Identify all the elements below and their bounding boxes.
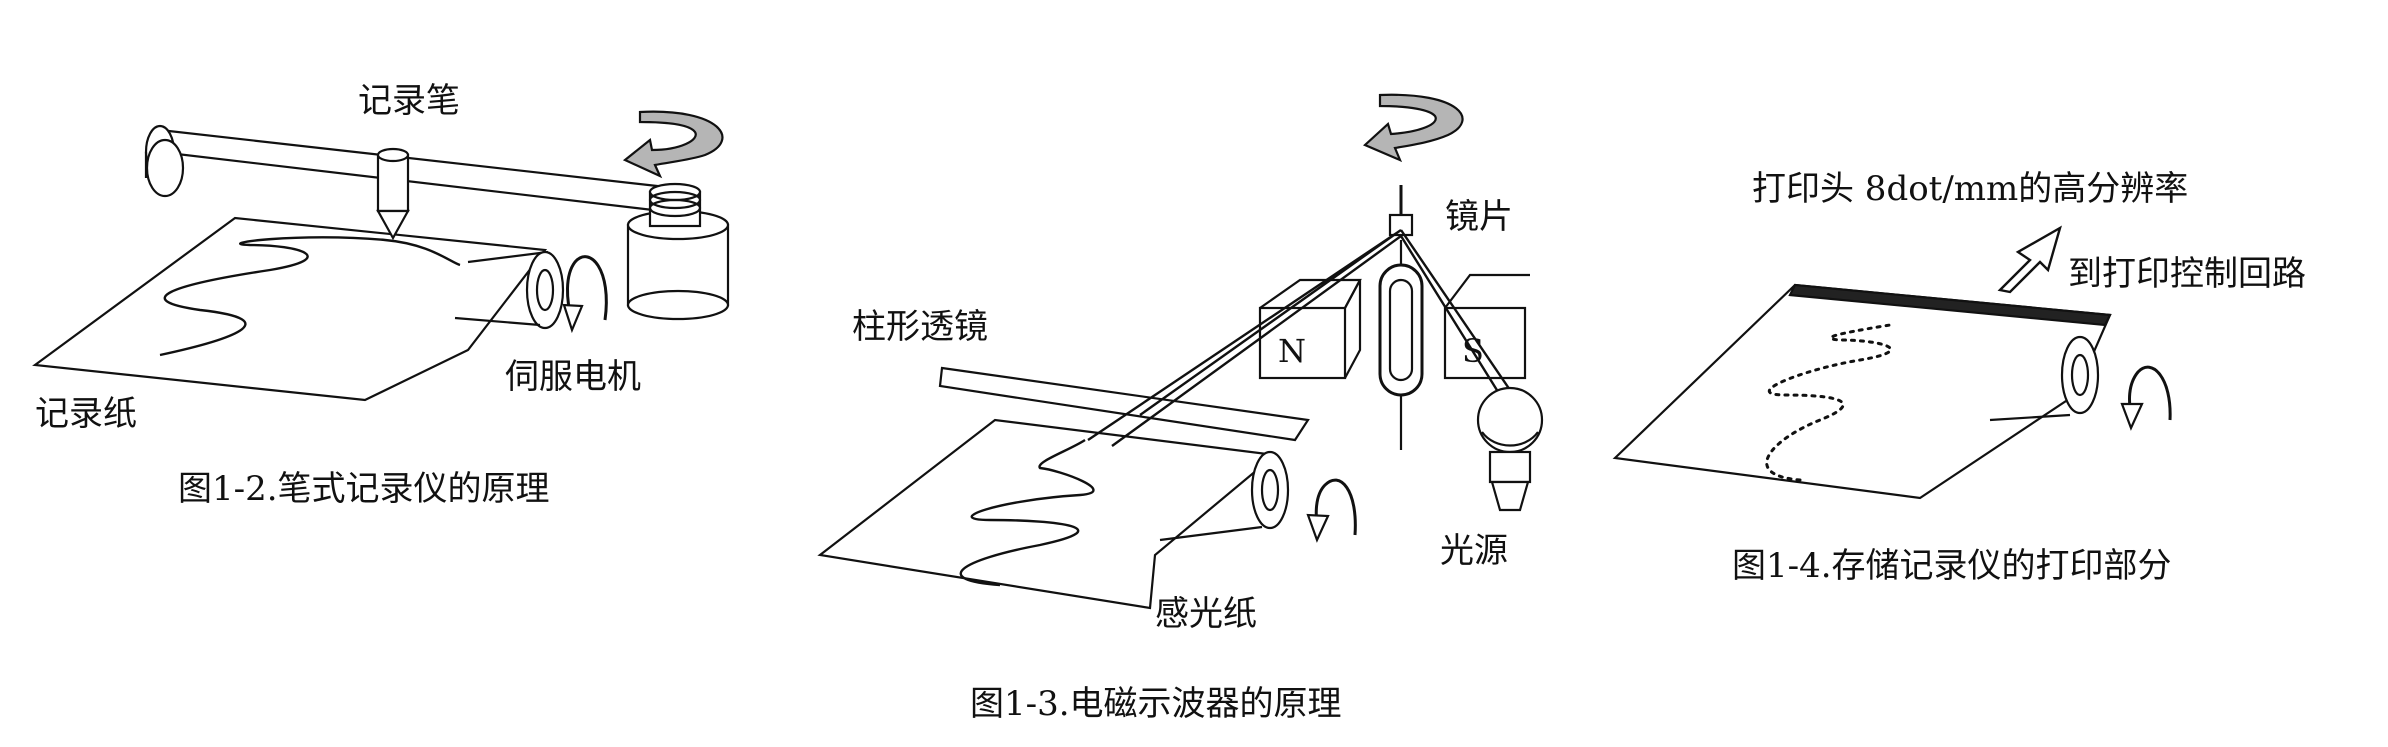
fig4-caption: 图1-4.存储记录仪的打印部分 bbox=[1732, 546, 2172, 586]
fig4-circuit-arrow bbox=[1997, 225, 2062, 294]
fig2-servo-motor bbox=[626, 182, 730, 321]
fig2-label-pen: 记录笔 bbox=[358, 81, 460, 121]
fig3-label-lens: 柱形透镜 bbox=[852, 307, 988, 347]
fig3-recorded-wave bbox=[959, 438, 1095, 587]
fig3-magnet-s bbox=[1443, 273, 1530, 380]
fig3-label-paper: 感光纸 bbox=[1155, 594, 1257, 634]
fig3-oscillograph bbox=[817, 93, 1544, 610]
fig4-roll-rotation-arrow bbox=[2128, 365, 2172, 421]
fig2-recording-pen bbox=[376, 147, 410, 241]
fig2-recording-paper bbox=[32, 216, 548, 402]
fig2-roll-rotation-arrow bbox=[566, 255, 608, 321]
fig3-caption: 图1-3.电磁示波器的原理 bbox=[970, 684, 1342, 724]
fig3-roll-rotation-arrow bbox=[1314, 478, 1357, 536]
fig3-galvanometer-coil bbox=[1378, 240, 1424, 450]
fig2-caption: 图1-2.笔式记录仪的原理 bbox=[178, 469, 550, 509]
fig3-label-light-source: 光源 bbox=[1440, 531, 1508, 571]
fig2-pen-beam bbox=[159, 128, 676, 214]
fig3-label-north: N bbox=[1278, 332, 1306, 370]
fig4-label-circuit: 到打印控制回路 bbox=[2068, 254, 2306, 294]
fig2-motor-rotation-arrow bbox=[622, 110, 724, 179]
fig3-label-south: S bbox=[1462, 332, 1484, 370]
fig3-cylindrical-lens bbox=[938, 366, 1310, 442]
fig4-dotted-wave bbox=[1765, 323, 1892, 482]
fig3-light-beam bbox=[1087, 229, 1511, 447]
fig2-recorded-wave bbox=[159, 236, 461, 357]
fig4-print-section bbox=[1612, 225, 2172, 500]
fig4-label-print-head: 打印头 8dot/mm的高分辨率 bbox=[1752, 169, 2188, 209]
fig3-mirror bbox=[1388, 185, 1414, 237]
fig3-photosensitive-paper bbox=[817, 418, 1278, 610]
fig2-label-servo: 伺服电机 bbox=[505, 357, 641, 397]
fig4-print-head bbox=[1788, 283, 2112, 327]
fig3-light-source bbox=[1476, 386, 1544, 512]
fig3-mirror-rotation-arrow bbox=[1362, 93, 1464, 163]
fig2-label-paper: 记录纸 bbox=[35, 394, 137, 434]
fig2-pen-recorder bbox=[32, 110, 730, 402]
fig2-paper-roll bbox=[467, 250, 549, 264]
fig3-label-mirror: 镜片 bbox=[1445, 197, 1513, 237]
